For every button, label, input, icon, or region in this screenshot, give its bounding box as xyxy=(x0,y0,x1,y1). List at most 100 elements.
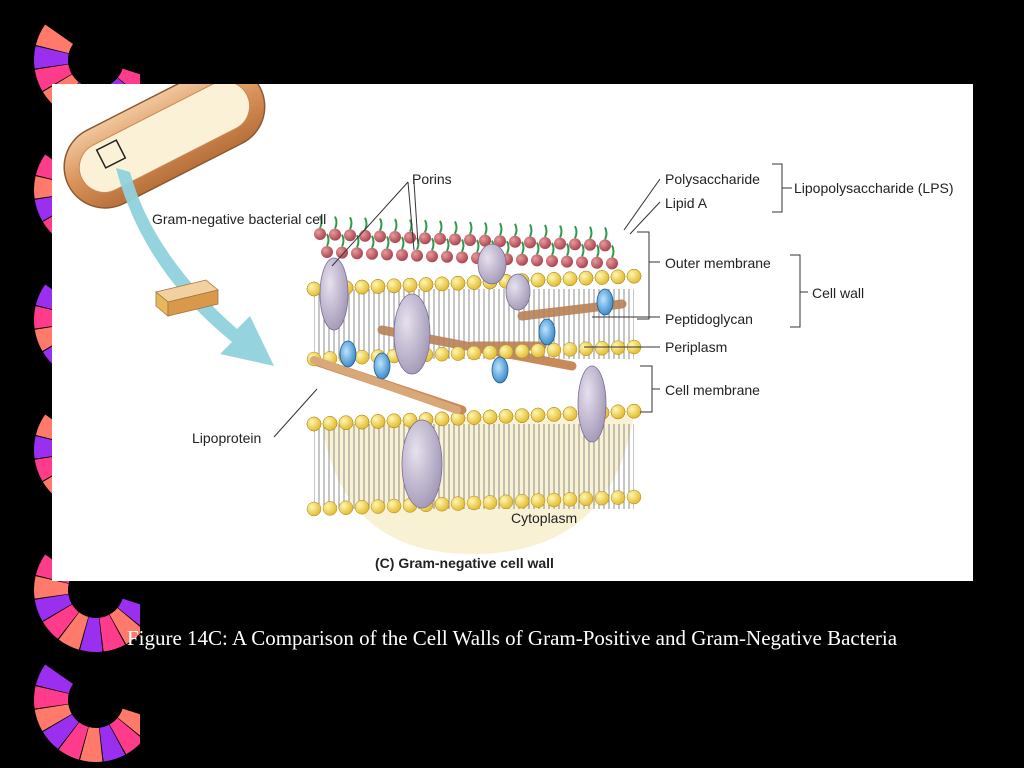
membrane-protein xyxy=(505,273,531,311)
polysaccharide-chain xyxy=(439,220,443,234)
polysaccharide-chain xyxy=(334,216,338,230)
cell-membrane-bottom-head xyxy=(450,496,466,511)
polysaccharide-chain xyxy=(371,235,375,249)
cell-membrane-bottom-head xyxy=(466,495,482,511)
outer-membrane-head xyxy=(546,272,562,287)
polysaccharide-chain xyxy=(454,220,458,234)
polysaccharide-chain xyxy=(581,243,585,257)
outer-membrane-head xyxy=(594,270,610,285)
spiral-segment xyxy=(42,714,79,749)
polysaccharide-chain xyxy=(476,239,480,253)
cell-membrane-head xyxy=(626,403,642,419)
outer-membrane-head xyxy=(306,281,322,297)
cell-membrane-head xyxy=(466,410,482,425)
cell-membrane-head xyxy=(546,407,562,422)
membrane-protein xyxy=(319,257,349,331)
lipoprotein-unit xyxy=(596,288,614,316)
lipid-a-head xyxy=(366,247,378,260)
cell-membrane-bottom-head xyxy=(370,499,386,514)
outer-membrane-bottom-head xyxy=(434,346,450,362)
lipoprotein-rod xyxy=(310,356,461,414)
spiral-segment xyxy=(99,724,126,762)
polysaccharide-chain xyxy=(401,236,405,250)
leader-lines xyxy=(273,163,808,438)
cell-membrane-bottom-head xyxy=(546,492,562,508)
polysaccharide-chain xyxy=(521,241,525,255)
label-lipid-a: Lipid A xyxy=(665,195,708,211)
polysaccharide-chain xyxy=(544,224,548,238)
spiral-segment xyxy=(58,722,89,760)
lipid-a-head xyxy=(569,238,581,251)
polysaccharide-chain xyxy=(604,226,608,240)
lipid-a-head xyxy=(359,229,371,242)
bacterial-cell-illustration xyxy=(63,84,266,209)
spiral-segment xyxy=(35,24,74,54)
lipid-a-head xyxy=(434,232,446,245)
cell-membrane-bottom-head xyxy=(482,495,498,510)
label-lipoprotein: Lipoprotein xyxy=(192,430,261,446)
polysaccharide-chain xyxy=(596,244,600,258)
cell-membrane-bottom-head xyxy=(562,492,578,507)
outer-membrane-head xyxy=(530,272,546,288)
polysaccharide-chain xyxy=(446,238,450,252)
cell-membrane-head xyxy=(610,404,626,420)
polysaccharide-chain xyxy=(424,219,428,233)
lipid-a-head xyxy=(351,247,363,260)
cell-membrane-tails xyxy=(314,424,634,509)
label-bacterial-cell: Gram-negative bacterial cell xyxy=(152,211,326,227)
polysaccharide-chain xyxy=(341,234,345,248)
outer-membrane-head xyxy=(450,275,466,291)
outer-membrane-head xyxy=(402,277,418,293)
outer-membrane-head xyxy=(370,279,386,294)
label-porins: Porins xyxy=(412,171,452,187)
lipid-a-head xyxy=(404,231,416,244)
outer-membrane-bottom-head xyxy=(562,342,578,357)
spiral-segment xyxy=(109,607,140,645)
membrane-layers xyxy=(306,215,642,517)
spiral-segment xyxy=(42,604,79,639)
spiral-segment xyxy=(33,46,69,69)
spiral-segment xyxy=(99,614,126,652)
polysaccharide-chain xyxy=(484,222,488,236)
label-cytoplasm: Cytoplasm xyxy=(511,510,577,526)
outer-membrane-head xyxy=(418,277,434,292)
cell-membrane-bottom-head xyxy=(354,499,370,515)
lipid-a-head xyxy=(419,232,431,245)
outer-membrane-head xyxy=(386,278,402,294)
zoom-box xyxy=(95,139,127,169)
label-cell-membrane: Cell membrane xyxy=(665,382,760,398)
label-outer-membrane: Outer membrane xyxy=(665,255,771,271)
lipid-a-head xyxy=(494,235,506,248)
cell-membrane-bottom-head xyxy=(610,490,626,505)
lipid-a-head xyxy=(441,250,453,263)
membrane-protein xyxy=(577,365,607,443)
membrane-protein xyxy=(393,293,431,375)
outer-membrane-head xyxy=(626,268,642,284)
polysaccharide-chain xyxy=(349,216,353,230)
polysaccharide-chain xyxy=(356,234,360,248)
cell-membrane-bottom-head xyxy=(306,501,322,517)
lipid-a-head xyxy=(524,236,536,249)
lipid-a-head xyxy=(426,250,438,263)
lipid-a-head xyxy=(584,238,596,251)
polysaccharide-chain xyxy=(461,238,465,252)
outer-membrane-head xyxy=(578,270,594,286)
cell-membrane-bottom-head xyxy=(594,490,610,506)
cell-membrane-bottom-head xyxy=(338,500,354,516)
lipid-a-head xyxy=(509,235,521,248)
cell-membrane-bottom-head xyxy=(530,493,546,508)
outer-membrane-bottom-head xyxy=(578,341,594,357)
lipid-a-head xyxy=(389,231,401,243)
cell-membrane-bottom-head xyxy=(578,491,594,507)
lipid-a-head xyxy=(411,249,423,262)
cell-membrane-bottom-head xyxy=(626,489,642,505)
spiral-segment xyxy=(34,704,72,731)
outer-membrane-bottom-head xyxy=(466,345,482,361)
membrane-protein xyxy=(477,243,507,285)
cell-membrane-bottom-head xyxy=(322,501,338,516)
polysaccharide-chain xyxy=(611,244,615,258)
zoom-arrow xyxy=(116,168,274,366)
polysaccharide-chain xyxy=(431,237,435,251)
cell-membrane-bottom-head xyxy=(434,496,450,512)
lipoprotein-unit xyxy=(373,352,391,380)
